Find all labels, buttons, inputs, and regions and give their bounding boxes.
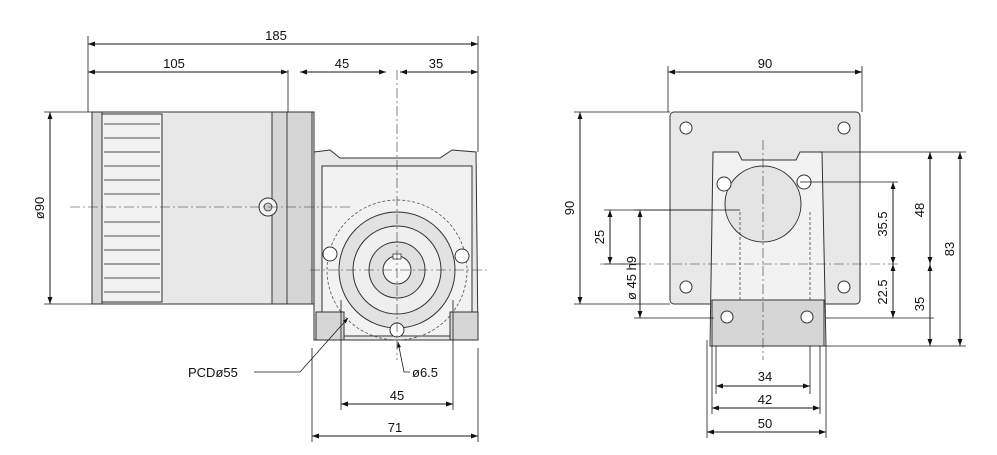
dim-hole-spacing: 45: [390, 388, 404, 403]
dim-34: 34: [758, 369, 772, 384]
dim-motor-diameter: ø90: [32, 197, 47, 219]
flange-hole-tl: [716, 176, 732, 192]
flange-hole-right: [454, 248, 470, 264]
dim-35: 35: [912, 297, 927, 311]
dim-42: 42: [758, 392, 772, 407]
side-view: 185 105 45 35 ø90 PCDø55 ø6.5 45 71: [32, 28, 490, 442]
dim-right: 35: [429, 56, 443, 71]
motor-body: [91, 111, 315, 305]
dim-hole-diameter: ø6.5: [412, 365, 438, 380]
front-view: 90 90 25 ø 45 h9 35.5 22.5 48 35 83 34 4…: [562, 56, 966, 438]
dim-gearbox-width: 71: [388, 420, 402, 435]
dim-flange-height: 90: [562, 201, 577, 215]
dim-total-length: 185: [265, 28, 287, 43]
dim-83: 83: [942, 242, 957, 256]
gearbox-front: [709, 151, 827, 347]
dim-flange-width: 90: [758, 56, 772, 71]
dim-22-5: 22.5: [875, 279, 890, 304]
dim-shaft-diameter: ø 45 h9: [624, 256, 639, 300]
flange-hole-left: [322, 246, 338, 262]
dim-motor-length: 105: [163, 56, 185, 71]
dim-pcd: PCDø55: [188, 365, 238, 380]
dim-48: 48: [912, 203, 927, 217]
dim-shaft-offset: 25: [592, 230, 607, 244]
dim-middle: 45: [335, 56, 349, 71]
motor-fins: [104, 123, 160, 293]
dim-50: 50: [758, 416, 772, 431]
dim-35-5: 35.5: [875, 211, 890, 236]
gearbox-side: [313, 149, 479, 341]
